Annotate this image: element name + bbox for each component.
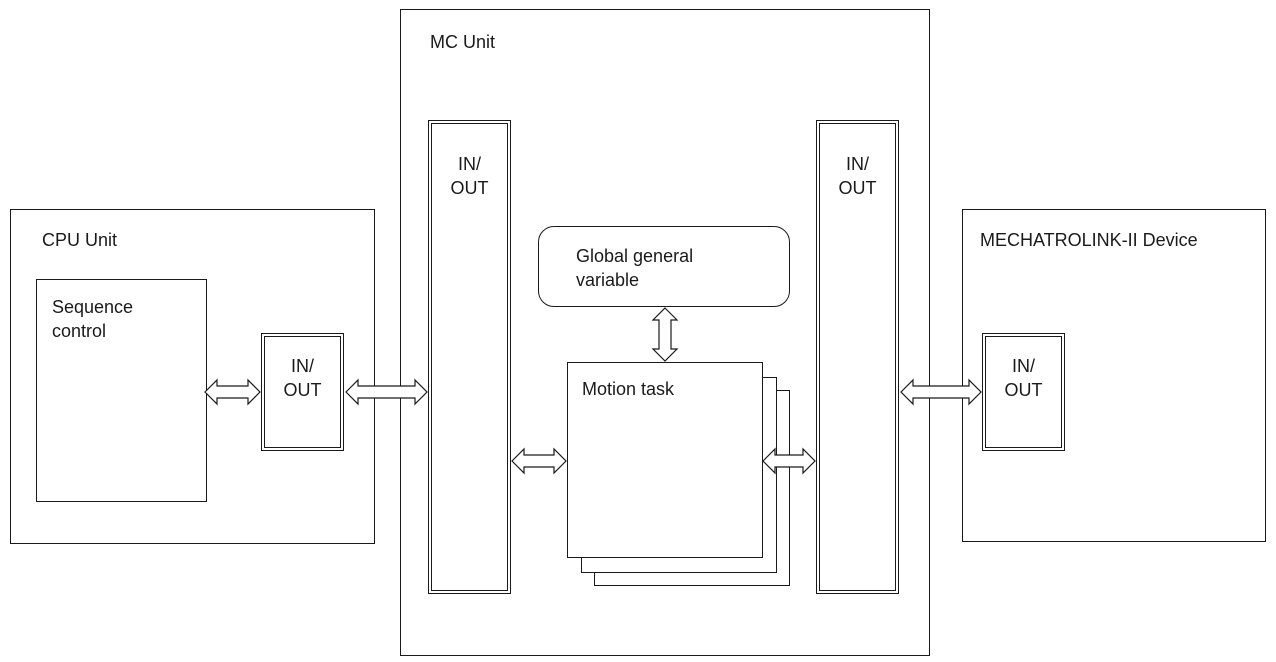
motion-task-box xyxy=(567,362,763,558)
arrow-motion-task-to-mc-io-right xyxy=(762,447,816,475)
arrow-cpu-io-to-mc-io xyxy=(345,378,428,406)
arrow-mc-io-to-motion-task xyxy=(511,447,567,475)
cpu-io-label: IN/ OUT xyxy=(283,356,322,400)
cpu-unit-title: CPU Unit xyxy=(42,230,118,250)
mc-io-right-box xyxy=(816,120,899,594)
arrow-global-variable-to-motion-task xyxy=(651,307,679,362)
mc-io-right-label: IN/ OUT xyxy=(838,154,877,198)
mc-io-left-label: IN/ OUT xyxy=(450,154,489,198)
motion-task-label: Motion task xyxy=(582,379,675,399)
device-io-label: IN/ OUT xyxy=(1004,356,1043,400)
mc-io-left-box xyxy=(428,120,511,594)
cpu-io-box xyxy=(261,333,344,451)
global-variable-label: Global general variable xyxy=(576,246,694,290)
device-title: MECHATROLINK-II Device xyxy=(980,230,1198,250)
sequence-control-label: Sequence control xyxy=(52,297,134,341)
arrow-mc-io-to-device-io xyxy=(900,378,982,406)
mc-unit-title: MC Unit xyxy=(430,32,496,52)
arrow-seq-to-cpu-io xyxy=(204,378,261,406)
global-variable-box xyxy=(538,226,790,307)
device-io-box xyxy=(982,333,1065,451)
